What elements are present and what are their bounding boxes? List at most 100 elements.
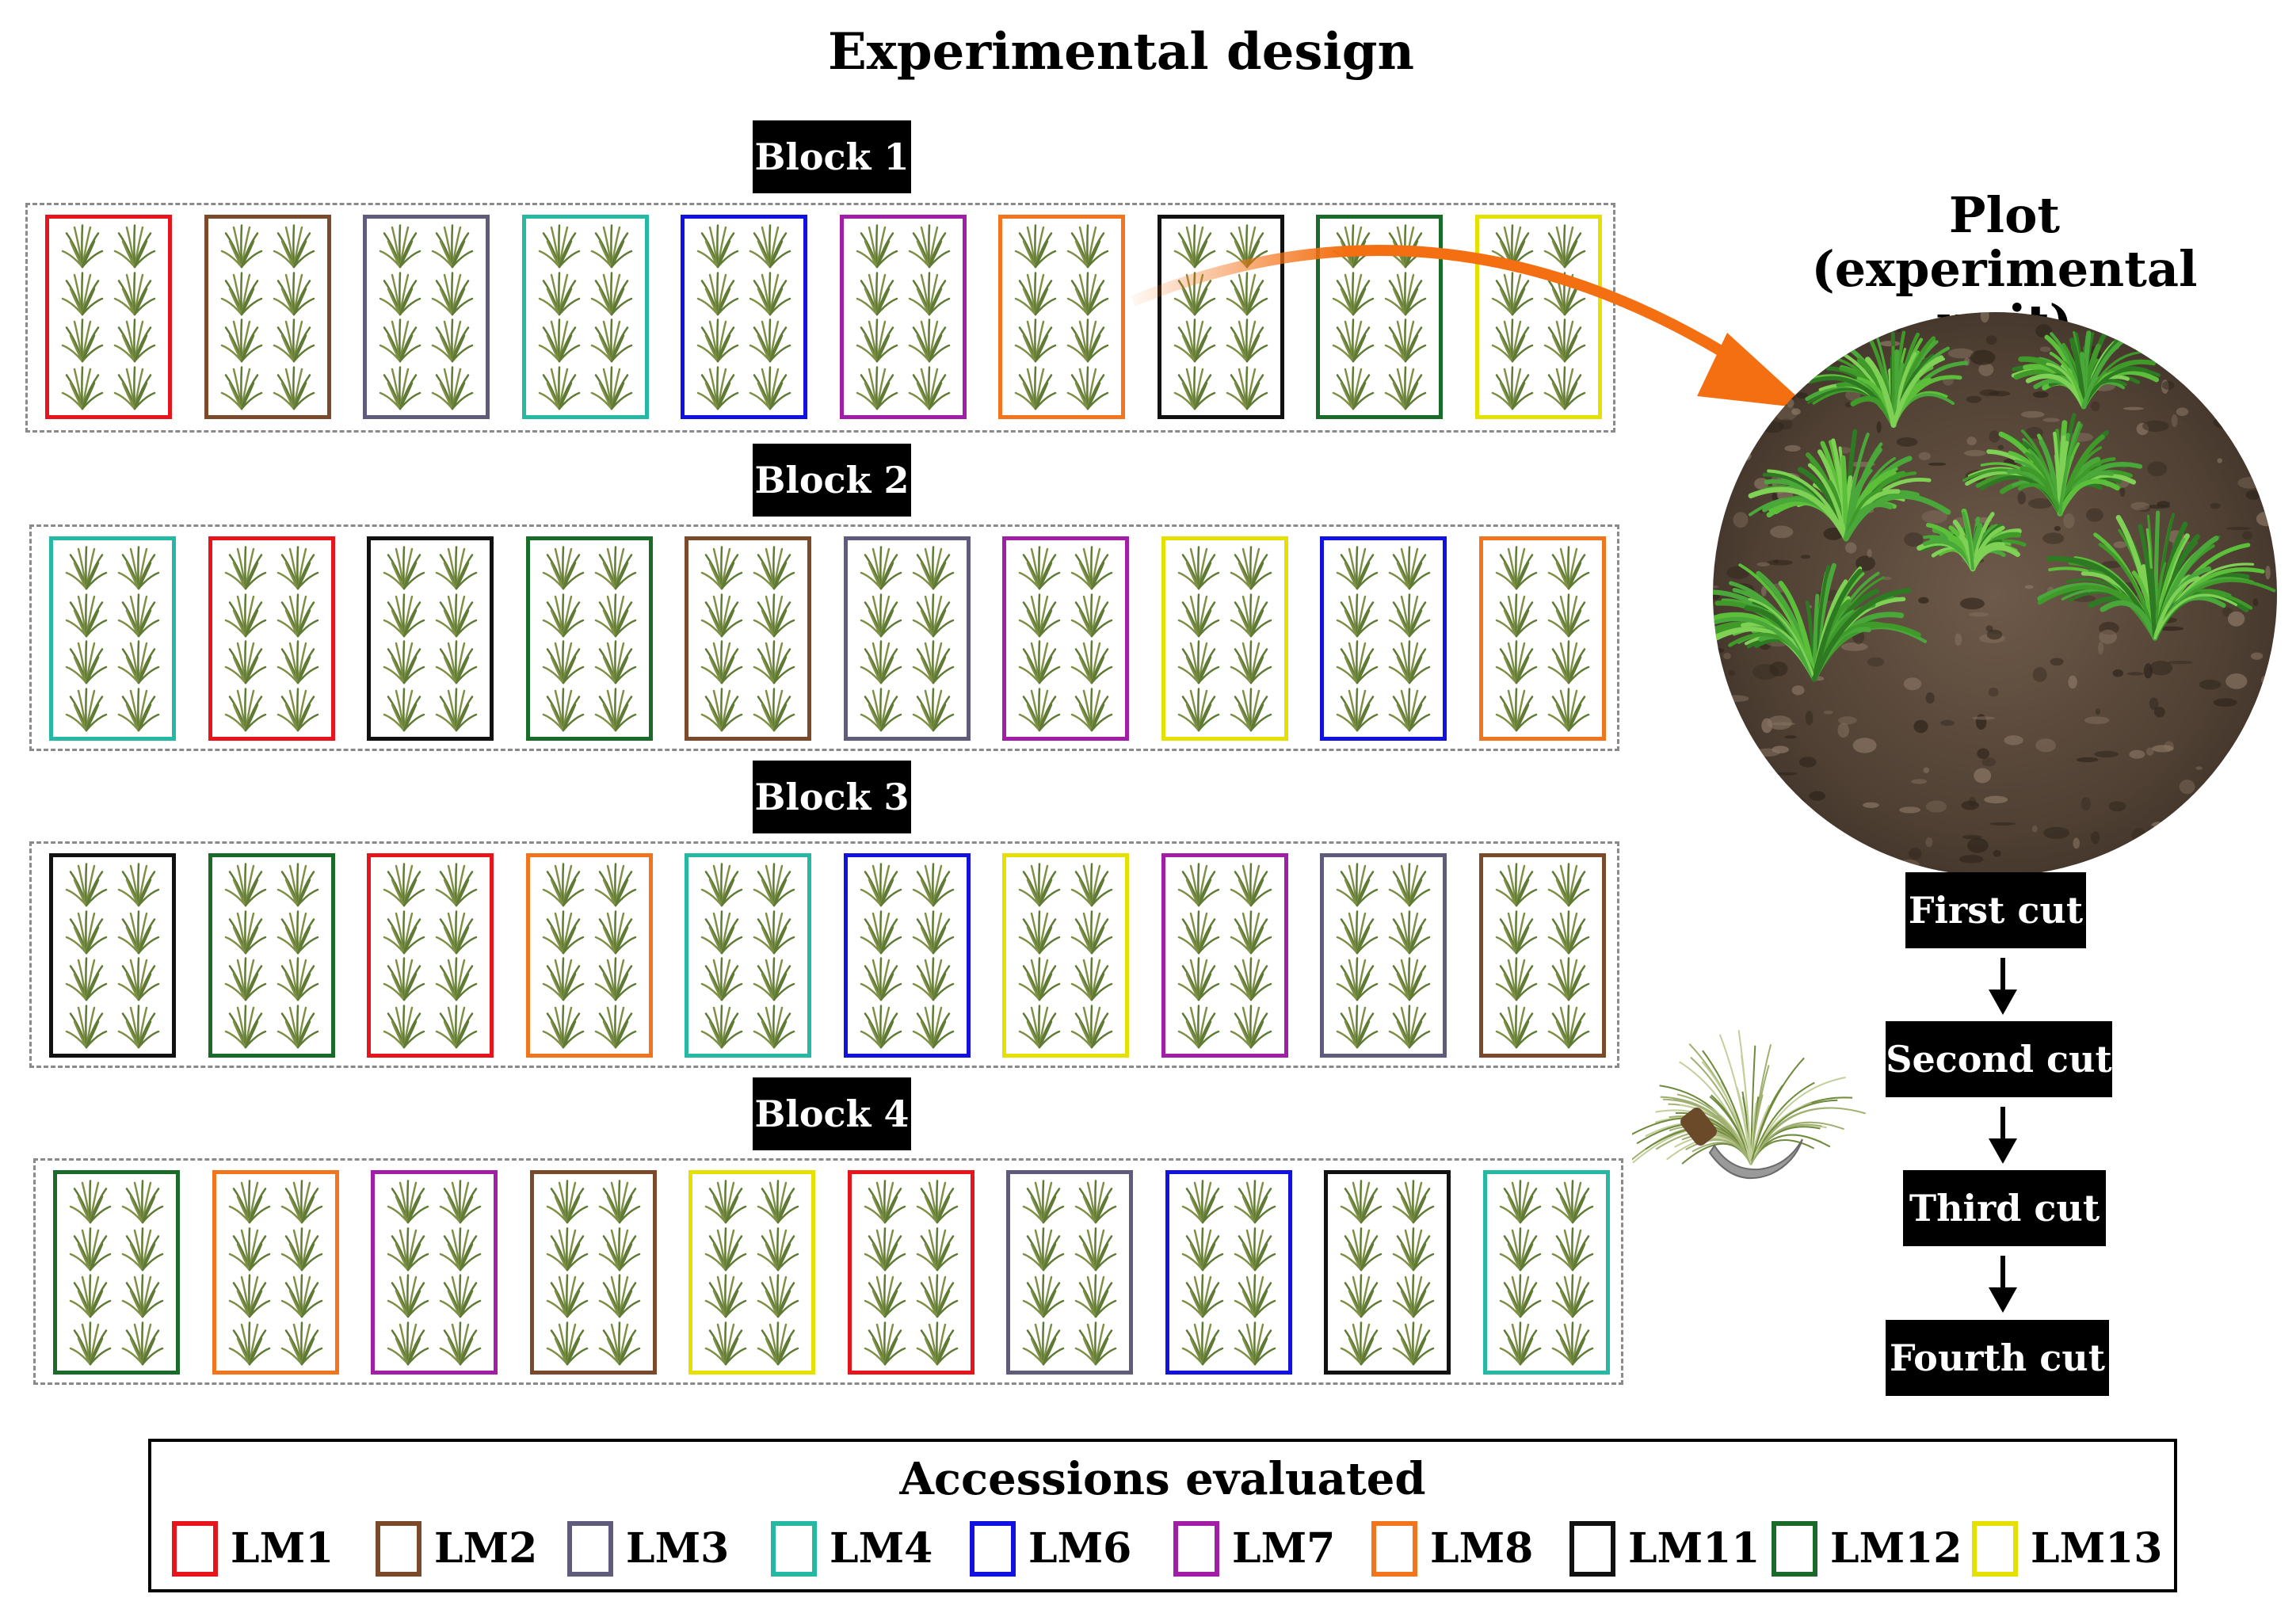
plot-lm8: [212, 1170, 339, 1375]
grass-tuft-icon: [1388, 546, 1431, 590]
grass-tuft-icon: [749, 271, 791, 315]
grass-tuft-icon: [228, 1274, 270, 1318]
grass-tuft-icon: [696, 224, 739, 269]
plot-lm1: [847, 1170, 974, 1375]
grass-tuft-icon: [1551, 1274, 1593, 1318]
grass-tuft-icon: [753, 546, 795, 590]
grass-tuft-icon: [757, 1321, 799, 1365]
grass-tuft-icon: [1491, 365, 1533, 410]
grass-tuft-icon: [1018, 863, 1061, 907]
grass-tuft-icon: [1066, 271, 1109, 315]
legend-label: LM13: [2031, 1524, 2163, 1573]
cut-step-4: Fourth cut: [1886, 1320, 2109, 1396]
grass-tuft-icon: [696, 318, 739, 363]
grass-tuft-icon: [1491, 224, 1533, 269]
grass-tuft-icon: [1014, 318, 1057, 363]
grass-tuft-icon: [280, 1226, 322, 1271]
cut-step-1: First cut: [1905, 872, 2086, 948]
grass-tuft-icon: [1177, 687, 1219, 731]
down-arrow-icon: [1989, 958, 2017, 1015]
grass-tuft-icon: [1181, 1226, 1223, 1271]
grass-tuft-icon: [700, 687, 743, 731]
grass-tuft-icon: [700, 593, 743, 637]
plot-lm2: [685, 536, 811, 741]
grass-tuft-icon: [1177, 957, 1219, 1001]
grass-clump: [1805, 330, 1969, 428]
grass-tuft-icon: [220, 224, 262, 269]
grass-tuft-icon: [542, 546, 584, 590]
grass-tuft-icon: [277, 863, 318, 907]
grass-tuft-icon: [383, 863, 425, 907]
grass-clump: [2011, 330, 2161, 410]
grass-tuft-icon: [69, 1226, 112, 1271]
grass-tuft-icon: [1226, 365, 1268, 410]
grass-tuft-icon: [1384, 318, 1427, 363]
plot-lm12: [208, 853, 335, 1058]
plot-lm11: [1157, 215, 1284, 419]
grass-tuft-icon: [439, 1274, 482, 1318]
plot-lm4: [1482, 1170, 1610, 1375]
plot-lm1: [367, 853, 494, 1058]
grass-tuft-icon: [224, 640, 266, 684]
grass-tuft-icon: [121, 1274, 164, 1318]
plot-lm7: [1002, 536, 1129, 741]
grass-tuft-icon: [277, 640, 318, 684]
grass-tuft-icon: [1388, 863, 1431, 907]
grass-tuft-icon: [379, 224, 421, 269]
grass-tuft-icon: [1384, 365, 1427, 410]
grass-tuft-icon: [1070, 546, 1113, 590]
grass-tuft-icon: [65, 640, 108, 684]
legend-swatch: [771, 1521, 817, 1577]
grass-tuft-icon: [1336, 1004, 1379, 1048]
down-arrow-icon: [1989, 1107, 2017, 1164]
grass-tuft-icon: [1336, 640, 1379, 684]
grass-tuft-icon: [590, 365, 632, 410]
grass-tuft-icon: [1230, 546, 1272, 590]
plot-lm1: [45, 215, 172, 419]
grass-tuft-icon: [1070, 593, 1113, 637]
grass-tuft-icon: [435, 909, 478, 954]
plot-lm2: [1478, 853, 1606, 1058]
grass-tuft-icon: [1173, 224, 1215, 269]
grass-tuft-icon: [220, 271, 262, 315]
sickle-handle-icon: [1680, 1108, 1717, 1146]
grass-tuft-icon: [1388, 909, 1431, 954]
plot-lm2: [204, 215, 331, 419]
plot-lm6: [843, 853, 971, 1058]
grass-tuft-icon: [1340, 1180, 1383, 1224]
grass-tuft-icon: [277, 687, 318, 731]
grass-tuft-icon: [753, 863, 795, 907]
grass-tuft-icon: [435, 546, 478, 590]
grass-tuft-icon: [1181, 1321, 1223, 1365]
grass-tuft-icon: [1177, 640, 1219, 684]
plot-lm3: [1320, 853, 1447, 1058]
grass-tuft-icon: [1234, 1321, 1276, 1365]
legend-swatch: [567, 1521, 613, 1577]
grass-tuft-icon: [1018, 1004, 1061, 1048]
sickle-blade-icon: [1708, 1138, 1803, 1180]
grass-tuft-icon: [69, 1180, 112, 1224]
grass-tuft-icon: [383, 909, 425, 954]
grass-tuft-icon: [538, 365, 580, 410]
plot-lm11: [367, 536, 494, 741]
grass-tuft-icon: [224, 1004, 266, 1048]
grass-tuft-icon: [1234, 1180, 1276, 1224]
grass-tuft-icon: [1491, 271, 1533, 315]
grass-tuft-icon: [113, 224, 156, 269]
grass-tuft-icon: [1332, 365, 1375, 410]
legend-swatch: [172, 1521, 218, 1577]
grass-tuft-icon: [860, 593, 902, 637]
grass-tuft-icon: [65, 687, 108, 731]
legend-swatch: [970, 1521, 1016, 1577]
grass-tuft-icon: [220, 318, 262, 363]
grass-tuft-icon: [431, 318, 474, 363]
grass-tuft-icon: [121, 1180, 164, 1224]
grass-tuft-icon: [753, 640, 795, 684]
grass-tuft-icon: [598, 1274, 640, 1318]
grass-tuft-icon: [1543, 224, 1585, 269]
grass-tuft-icon: [749, 365, 791, 410]
legend-label: LM7: [1232, 1524, 1336, 1573]
grass-tuft-icon: [280, 1180, 322, 1224]
grass-tuft-icon: [696, 365, 739, 410]
